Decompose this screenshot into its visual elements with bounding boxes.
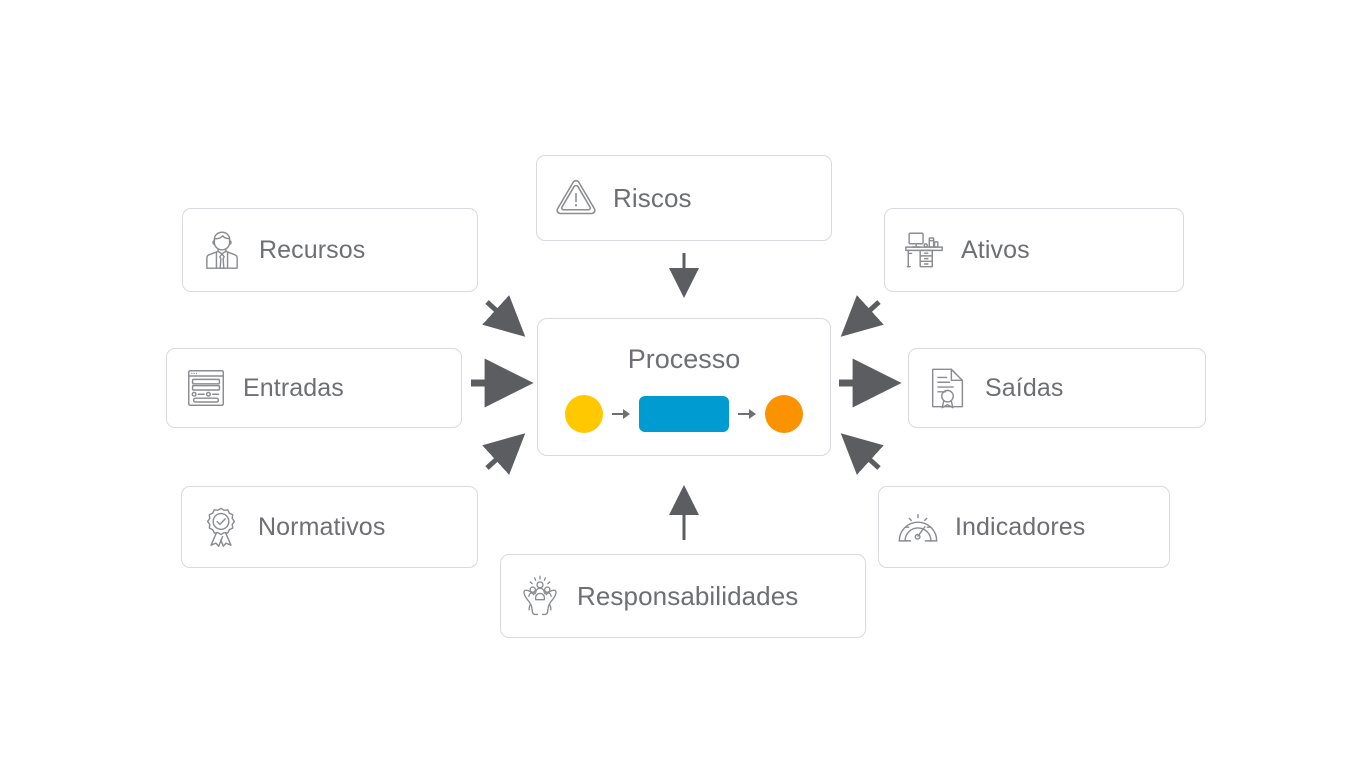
- flow-start-circle: [565, 395, 603, 433]
- node-label-entradas: Entradas: [243, 373, 344, 402]
- node-card-entradas[interactable]: Entradas: [166, 348, 462, 428]
- flow-end-circle: [765, 395, 803, 433]
- node-label-indicadores: Indicadores: [955, 512, 1086, 541]
- node-label-riscos: Riscos: [613, 183, 692, 213]
- node-label-saidas: Saídas: [985, 373, 1064, 402]
- warning-triangle-icon: [553, 175, 599, 221]
- process-box[interactable]: Processo: [537, 318, 831, 456]
- arrow-normativos-to-process: [482, 433, 526, 475]
- hands-people-icon: [517, 573, 563, 619]
- node-label-responsabilidades: Responsabilidades: [577, 581, 799, 611]
- node-card-ativos[interactable]: Ativos: [884, 208, 1184, 292]
- form-window-icon: [183, 365, 229, 411]
- flow-arrow-1-icon: [612, 407, 630, 421]
- node-card-recursos[interactable]: Recursos: [182, 208, 478, 292]
- person-tie-icon: [199, 227, 245, 273]
- node-card-riscos[interactable]: Riscos: [536, 155, 832, 241]
- desk-computer-icon: [901, 227, 947, 273]
- arrow-recursos-to-process: [482, 295, 526, 337]
- node-label-ativos: Ativos: [961, 235, 1030, 264]
- node-card-indicadores[interactable]: Indicadores: [878, 486, 1170, 568]
- node-label-normativos: Normativos: [258, 512, 386, 541]
- arrow-indicadores-to-process: [840, 433, 884, 475]
- flow-arrow-2-icon: [738, 407, 756, 421]
- process-flow-diagram: [565, 395, 803, 433]
- flow-middle-rectangle: [639, 396, 729, 432]
- node-card-normativos[interactable]: Normativos: [181, 486, 478, 568]
- process-title: Processo: [627, 344, 741, 374]
- node-card-responsabilidades[interactable]: Responsabilidades: [500, 554, 866, 638]
- award-ribbon-check-icon: [198, 504, 244, 550]
- node-card-saidas[interactable]: Saídas: [908, 348, 1206, 428]
- arrow-ativos-to-process: [840, 295, 884, 337]
- gauge-icon: [895, 504, 941, 550]
- certificate-seal-icon: [925, 365, 971, 411]
- node-label-recursos: Recursos: [259, 235, 366, 264]
